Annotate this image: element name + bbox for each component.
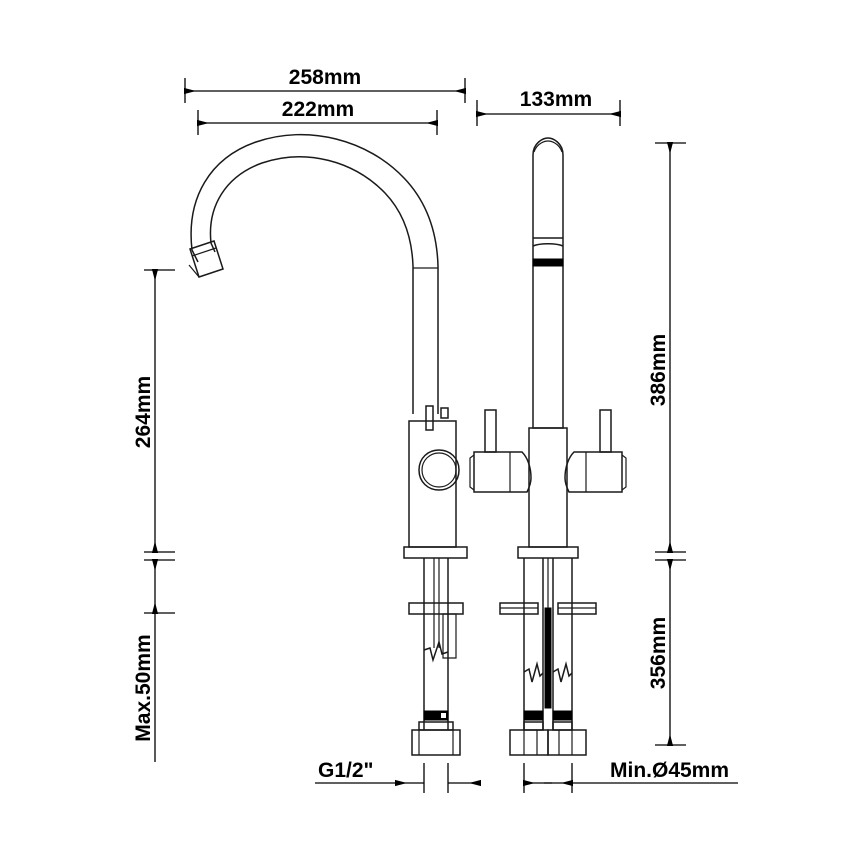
front-hex-nut-left (509, 729, 549, 756)
front-spout-cap-seam (533, 140, 563, 153)
aerator-seam-line (191, 247, 217, 257)
side-lever-rear-stub (440, 407, 449, 419)
front-left-tail-break-symbol (523, 661, 544, 683)
front-washer-right (557, 602, 597, 615)
front-view-geometry (469, 137, 627, 756)
front-base-flange (517, 546, 579, 559)
side-hose-stub (442, 613, 457, 659)
dimension-spout-reach-total: 258mm (184, 66, 466, 103)
front-left-handle-end-cap (469, 454, 475, 491)
side-mounting-washer (408, 602, 464, 615)
dim-label-max50: Max.50mm (132, 634, 155, 741)
dimension-overall-height: 386mm (647, 142, 686, 553)
dimension-spout-height: 264mm (132, 269, 175, 553)
aerator-outlet (189, 240, 224, 278)
spout-inner-curve (209, 156, 414, 267)
front-left-handle-body (473, 451, 532, 493)
dimension-tail-length: 356mm (647, 559, 686, 746)
side-thread-collar (423, 710, 449, 721)
front-hex-nut-left-shoulder (523, 721, 544, 731)
front-hex-nut-right (547, 729, 587, 756)
front-collar-band (532, 258, 564, 267)
front-right-tail-break-symbol (552, 661, 573, 683)
dim-label-356: 356mm (647, 617, 670, 689)
front-right-handle-lever (599, 409, 612, 453)
side-thread-collar-notch (441, 713, 446, 718)
dim-label-min45: Min.Ø45mm (610, 759, 729, 782)
spout-outer-curve (190, 133, 439, 267)
front-washer-left (499, 602, 539, 615)
dim-label-386: 386mm (647, 334, 670, 406)
dim-label-133: 133mm (520, 88, 592, 111)
front-right-handle-end-cap (621, 454, 627, 491)
aerator-outlet-tip (188, 264, 200, 278)
front-centre-hose (544, 607, 552, 709)
front-spout-tube (532, 137, 564, 429)
dimension-thread-size: G1/2" (315, 759, 481, 793)
front-central-body (528, 427, 568, 548)
front-right-thread-collar (552, 710, 573, 721)
front-left-handle-lever (484, 409, 497, 453)
dimension-counter-thickness: Max.50mm (132, 559, 175, 762)
dim-label-264: 264mm (132, 376, 155, 448)
side-lever-front-stub (425, 405, 434, 431)
dimension-spout-reach-inner: 222mm (197, 98, 438, 135)
dimension-min-hole-diameter: Min.Ø45mm (523, 759, 738, 793)
side-hex-nut-shoulder (418, 721, 454, 731)
side-base-flange (403, 546, 468, 559)
side-view-geometry (188, 133, 468, 756)
side-body-round-detail-inner (421, 452, 457, 488)
front-left-thread-collar (523, 710, 544, 721)
front-hex-nut-right-shoulder (552, 721, 573, 731)
dimension-body-width: 133mm (476, 88, 621, 126)
dim-label-222: 222mm (282, 98, 354, 121)
front-right-handle-body (564, 451, 623, 493)
dim-label-258: 258mm (289, 66, 361, 89)
front-collar-line-2 (532, 243, 564, 247)
dim-label-g12: G1/2" (318, 759, 373, 782)
side-tail-break-symbol (423, 639, 449, 663)
side-body-round-detail (418, 449, 460, 491)
